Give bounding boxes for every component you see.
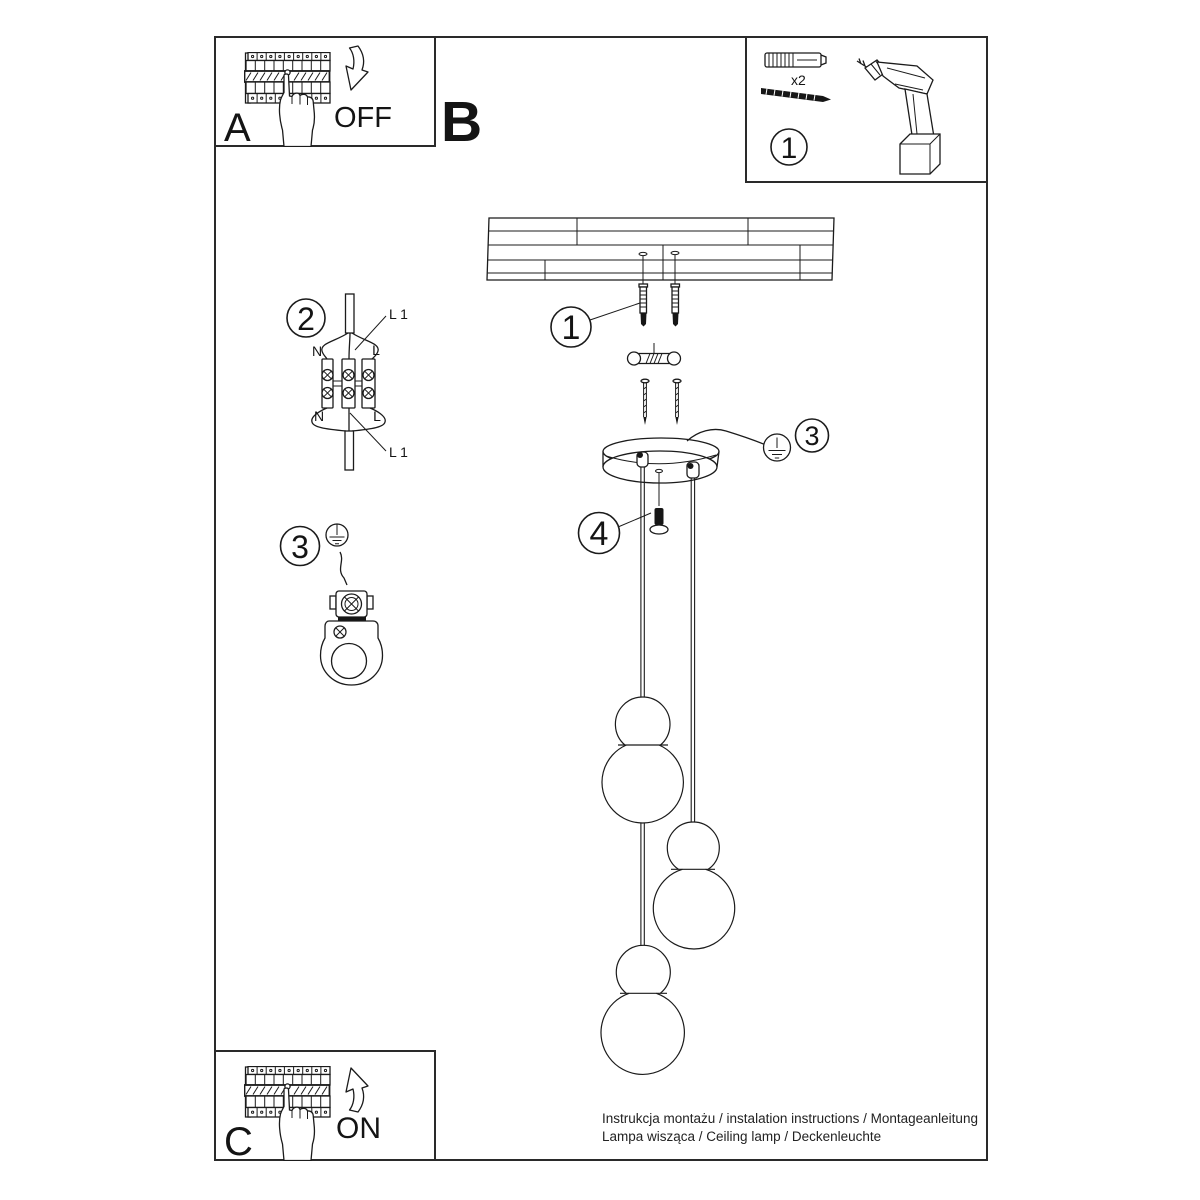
ground-step: 3 bbox=[279, 523, 384, 686]
ceiling-icon bbox=[486, 217, 835, 281]
live-top-label: L 1 bbox=[389, 306, 408, 322]
ground-terminal-icon bbox=[329, 590, 374, 621]
cable-out-icon bbox=[311, 407, 386, 471]
panel-c-label: C bbox=[224, 1120, 253, 1164]
on-label: ON bbox=[336, 1112, 381, 1145]
step-1-badge bbox=[770, 128, 808, 166]
screw-icon bbox=[761, 88, 831, 102]
screws-icon bbox=[640, 378, 682, 425]
callout-4-badge bbox=[577, 511, 621, 555]
earth-wire-icon bbox=[686, 428, 764, 445]
circuit-breaker-icon bbox=[244, 1066, 331, 1161]
hand-press-icon bbox=[278, 73, 316, 147]
wall-plugs-icon bbox=[638, 254, 681, 327]
hanger-bolt-icon bbox=[649, 473, 669, 535]
screw-count-label: x2 bbox=[791, 72, 806, 88]
earth-symbol-icon bbox=[325, 523, 349, 547]
step-3-number: 3 bbox=[291, 529, 309, 565]
arrow-down-icon bbox=[345, 45, 369, 91]
line-bottom-label: L bbox=[373, 408, 381, 424]
arrow-up-icon bbox=[345, 1067, 369, 1113]
step-1-number: 1 bbox=[781, 132, 798, 165]
leader-callout-1 bbox=[589, 302, 641, 321]
callout-3-number: 3 bbox=[804, 421, 819, 451]
wiring-step: 2 N L bbox=[286, 293, 408, 471]
panel-breaker-off: OFF A bbox=[214, 36, 436, 150]
step-2-badge bbox=[286, 298, 326, 338]
drill-icon bbox=[856, 58, 941, 175]
panel-breaker-on: ON C bbox=[214, 1050, 436, 1164]
wall-plug-icon bbox=[764, 52, 827, 68]
footer-line1: Instrukcja montażu / instalation instruc… bbox=[602, 1111, 978, 1126]
canopy-icon bbox=[602, 437, 720, 484]
mains-cable-icon bbox=[321, 293, 379, 360]
neutral-top-label: N bbox=[312, 343, 322, 359]
callout-3-badge bbox=[794, 418, 830, 453]
callout-1-number: 1 bbox=[562, 309, 581, 347]
terminal-block-icon bbox=[321, 358, 376, 409]
pendant-globes-icon bbox=[600, 696, 736, 1076]
leader-live-top bbox=[354, 315, 387, 351]
panel-a-label: A bbox=[224, 106, 251, 150]
mounting-bracket-icon bbox=[319, 620, 384, 686]
callout-4-number: 4 bbox=[590, 515, 609, 553]
section-b-label: B bbox=[441, 90, 483, 154]
footer-text: Instrukcja montażu / instalation instruc… bbox=[602, 1110, 982, 1146]
step-2-number: 2 bbox=[297, 301, 315, 337]
leader-callout-4 bbox=[617, 512, 652, 528]
step-3-badge bbox=[279, 525, 321, 567]
neutral-bottom-label: N bbox=[314, 408, 324, 424]
mounting-strap-icon bbox=[626, 343, 682, 366]
circuit-breaker-icon bbox=[244, 52, 331, 147]
footer-line2: Lampa wisząca / Ceiling lamp / Deckenleu… bbox=[602, 1129, 882, 1144]
line-top-label: L bbox=[372, 342, 380, 358]
earth-symbol-icon bbox=[762, 433, 792, 462]
callout-1-badge bbox=[550, 306, 592, 348]
ground-wire-icon bbox=[339, 551, 348, 586]
leader-live-bottom bbox=[349, 412, 387, 452]
assembly-diagram: 1 bbox=[486, 217, 835, 1076]
off-label: OFF bbox=[334, 102, 392, 134]
live-bottom-label: L 1 bbox=[389, 444, 408, 460]
panel-tools: x2 1 bbox=[745, 36, 988, 183]
hand-press-icon bbox=[278, 1087, 316, 1161]
pendant-cords bbox=[640, 467, 696, 946]
